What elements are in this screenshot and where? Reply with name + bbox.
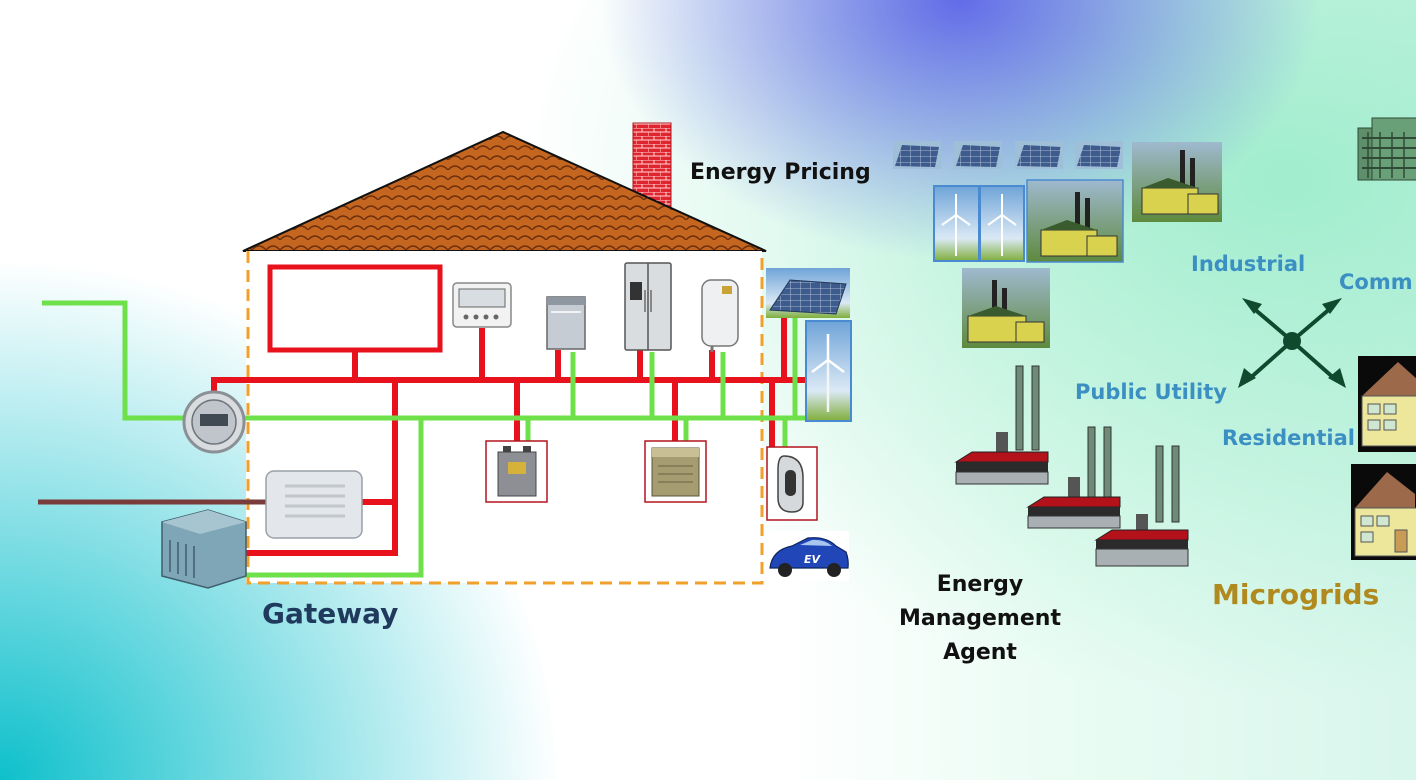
wind-turbine-icon (933, 185, 980, 262)
ema-label-line2: Management (899, 606, 1061, 631)
solar-panel-icon (893, 141, 941, 169)
display-panel (267, 264, 443, 353)
refrigerator-icon (624, 262, 672, 351)
solar-panel-icon (1015, 141, 1063, 169)
factory-icon (962, 268, 1050, 348)
solar-farm (893, 141, 1123, 169)
roof (242, 130, 767, 252)
energy-pricing-label: Energy Pricing (690, 160, 871, 185)
battery-icon (497, 446, 537, 497)
electric-car-icon: EV (767, 531, 849, 581)
smart-meter-icon (182, 390, 246, 454)
fuel-cell-icon (651, 447, 700, 497)
factory-icon (1132, 142, 1222, 222)
power-plant-icon (954, 365, 1049, 485)
solar-panel-icon (1075, 141, 1123, 169)
ema-label-line3: Agent (943, 640, 1017, 665)
water-heater-icon (701, 279, 739, 352)
thermostat-icon (452, 282, 512, 328)
factory-icon (1026, 179, 1124, 263)
residential-label: Residential (1222, 426, 1355, 450)
communication-wiring (42, 300, 808, 578)
wind-farm (933, 185, 1025, 262)
commercial-label: Comm (1339, 270, 1413, 294)
public-utility-label: Public Utility (1075, 380, 1227, 404)
ema-label-line1: Energy (937, 572, 1024, 597)
ev-charger-icon (777, 455, 804, 513)
home-wind-turbine-icon (805, 320, 852, 422)
house-icon (1351, 464, 1416, 560)
industrial-label: Industrial (1191, 252, 1305, 276)
house-icon (1358, 356, 1416, 452)
power-plant-icon (1094, 445, 1189, 567)
home-solar-panel-icon (766, 268, 850, 318)
dishwasher-icon (546, 296, 586, 350)
office-building-icon (1357, 117, 1416, 181)
power-plant-icon (1026, 426, 1121, 529)
solar-panel-icon (954, 141, 1002, 169)
wind-turbine-icon (979, 185, 1025, 262)
ev-badge: EV (804, 553, 822, 566)
gateway-router-icon (265, 470, 363, 539)
microgrid-arrows (1238, 298, 1346, 388)
air-conditioner-icon (161, 509, 247, 589)
microgrids-label: Microgrids (1212, 578, 1379, 611)
gateway-label: Gateway (262, 597, 398, 630)
